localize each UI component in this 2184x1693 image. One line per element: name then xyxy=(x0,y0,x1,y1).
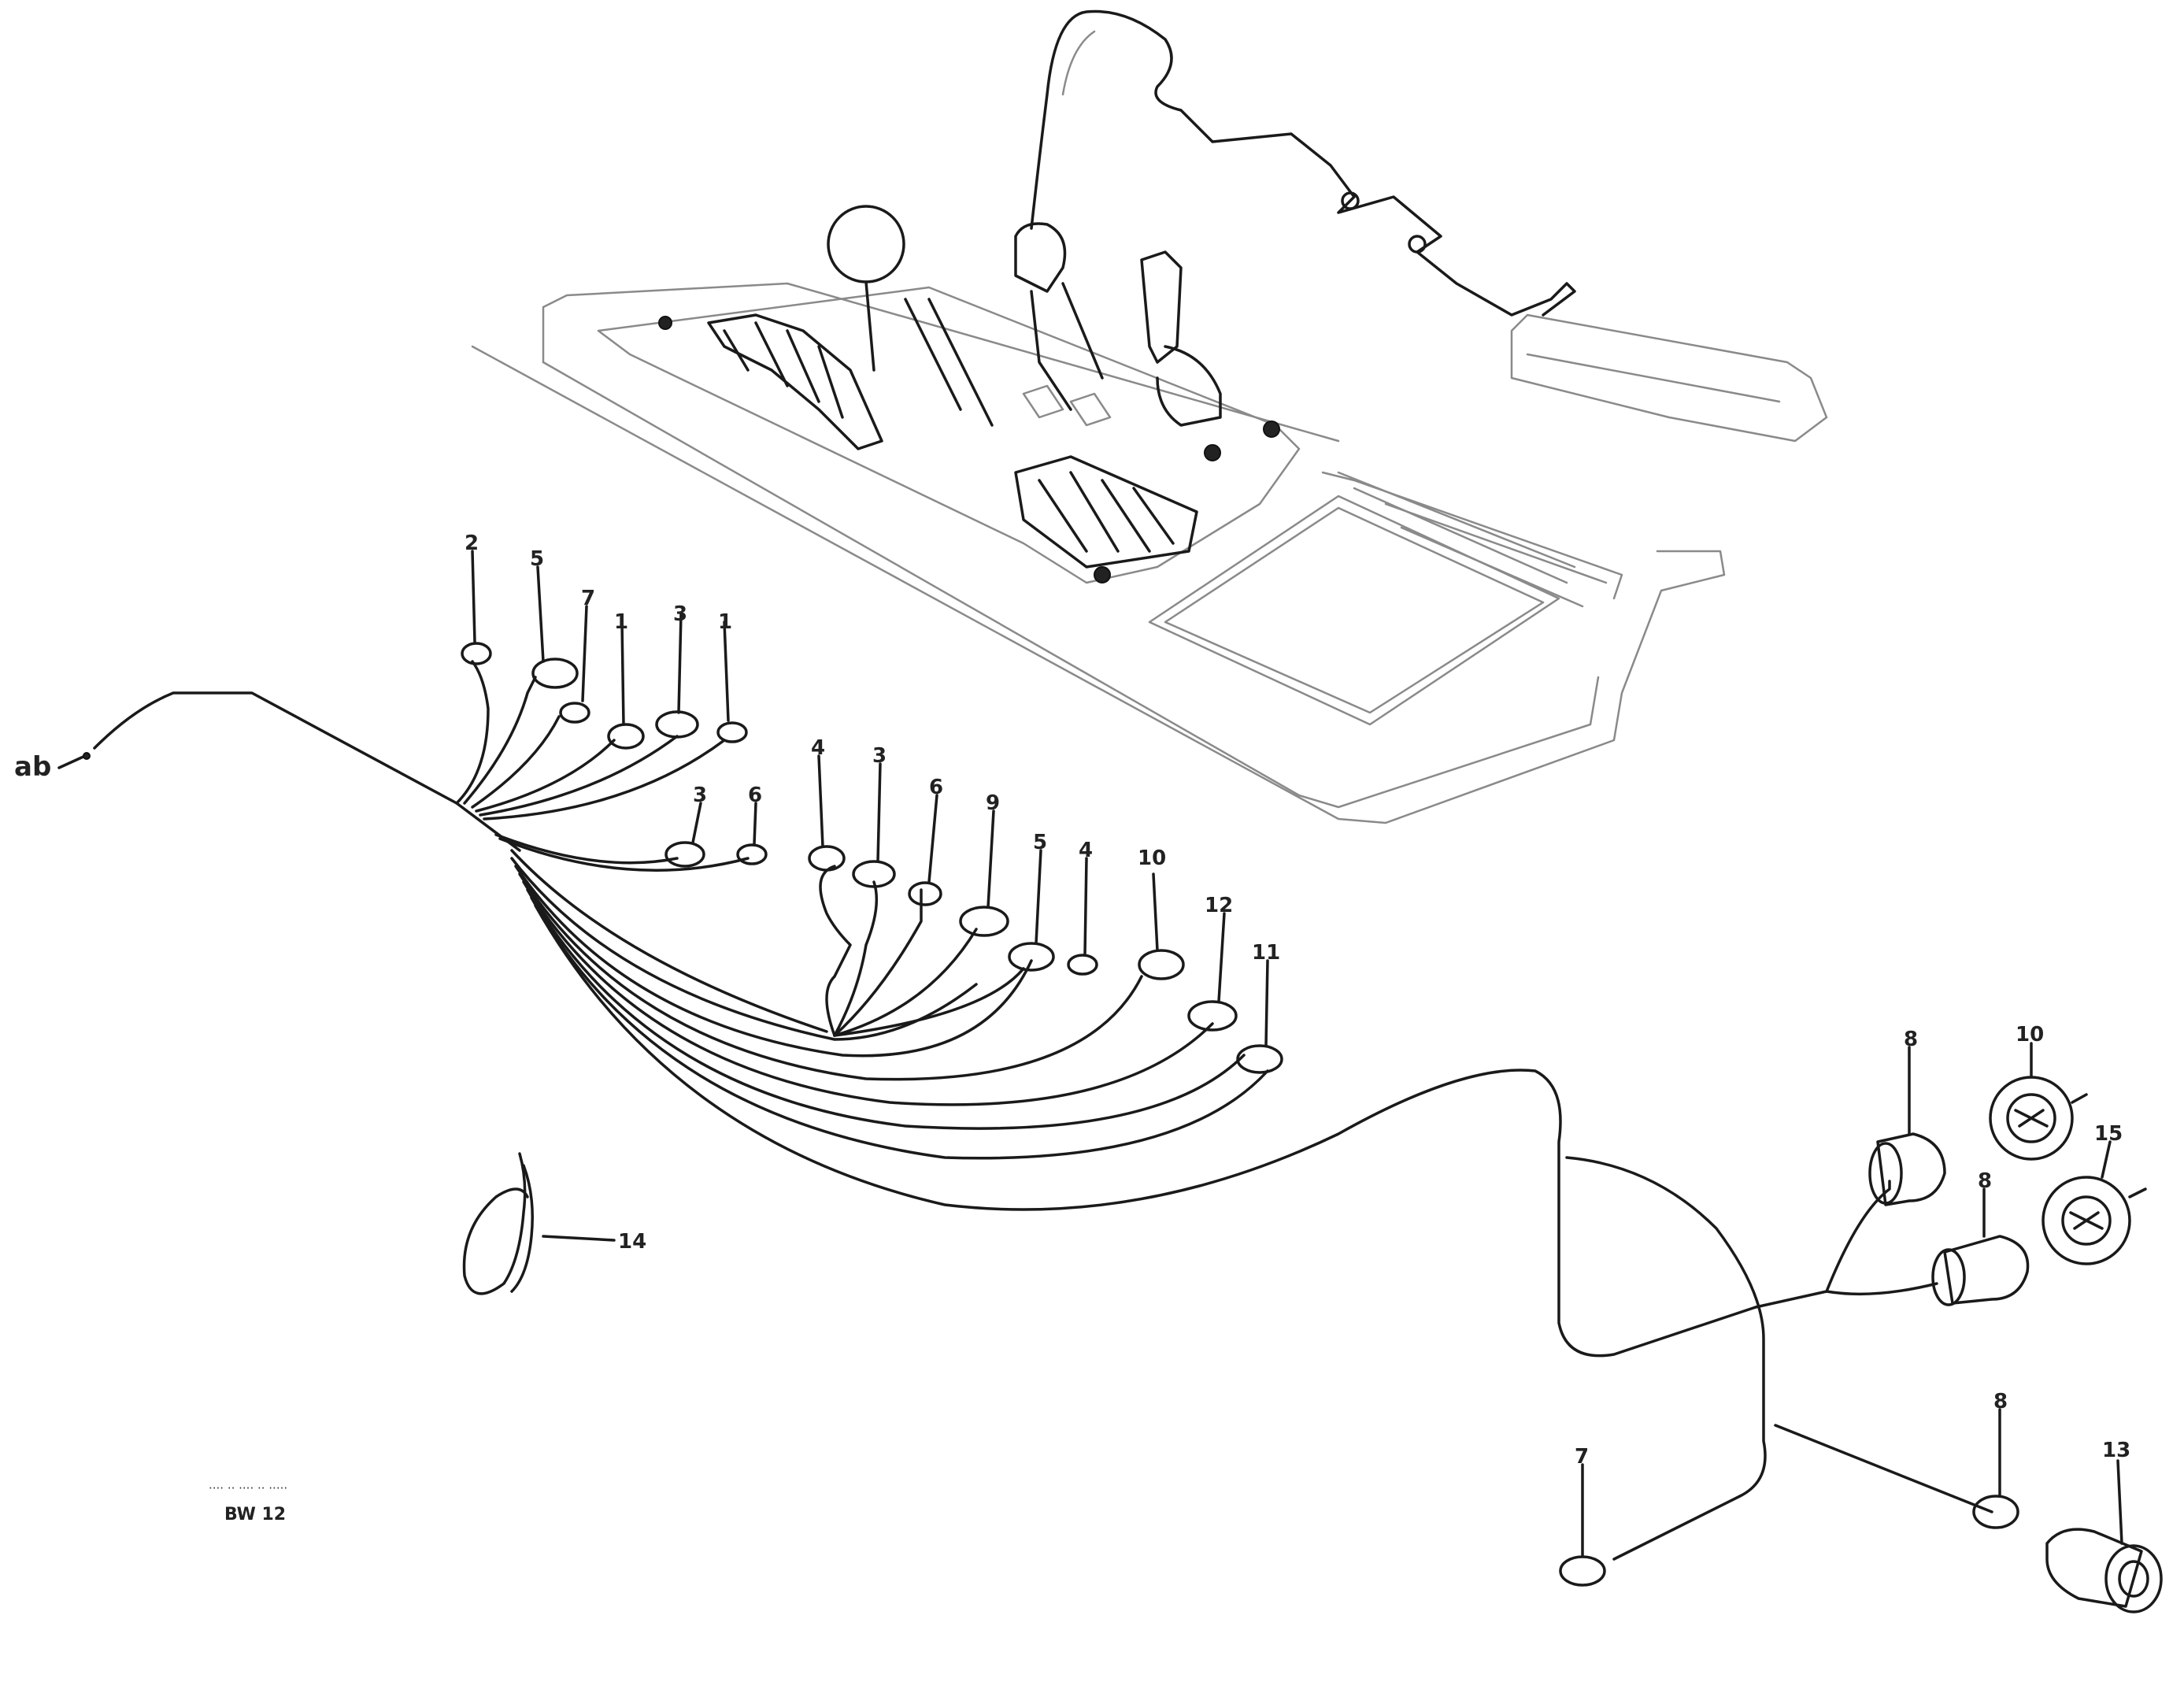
label-2: 2 xyxy=(465,532,479,555)
label-3c: 3 xyxy=(872,744,887,768)
label-6: 6 xyxy=(748,784,762,807)
label-10: 10 xyxy=(1138,846,1166,870)
label-4: 4 xyxy=(811,736,825,760)
connector-5b xyxy=(1008,942,1055,972)
label-ab: ab xyxy=(14,751,51,783)
label-14: 14 xyxy=(618,1230,646,1254)
label-13: 13 xyxy=(2102,1439,2130,1462)
label-10b: 10 xyxy=(2016,1023,2044,1047)
connector-7b xyxy=(1559,1555,1606,1587)
label-6b: 6 xyxy=(929,776,943,799)
illustration-code: ···· ·· ···· ·· ····· BW 12 xyxy=(209,1481,287,1524)
connector-8a xyxy=(1868,1132,1946,1206)
label-5b: 5 xyxy=(1033,831,1047,854)
label-1: 1 xyxy=(614,610,628,634)
label-9: 9 xyxy=(986,791,1000,815)
throttle-lever xyxy=(1140,250,1280,461)
label-1b: 1 xyxy=(718,610,732,634)
label-4b: 4 xyxy=(1079,839,1093,862)
connector-8c xyxy=(1972,1495,2019,1529)
cable-tie-14: 14 xyxy=(462,1152,646,1295)
connector-9a xyxy=(959,906,1009,937)
connector-5a xyxy=(531,658,579,689)
label-7: 7 xyxy=(581,587,595,610)
connector-6a xyxy=(736,843,768,865)
connector-1b xyxy=(716,721,748,743)
connector-3a xyxy=(655,710,699,739)
connectors-lower-left xyxy=(808,845,1283,1074)
connector-3c xyxy=(852,860,896,888)
connector-4a xyxy=(808,845,846,872)
label-8b: 8 xyxy=(1978,1169,1992,1193)
label-12: 12 xyxy=(1205,894,1233,917)
connector-7a xyxy=(559,702,590,724)
control-console xyxy=(471,9,1828,824)
left-harness xyxy=(93,660,1757,1358)
connector-1a xyxy=(607,723,645,750)
label-3b: 3 xyxy=(693,784,707,807)
label-8c: 8 xyxy=(1993,1390,2008,1413)
switch-bank-lower xyxy=(1014,455,1198,583)
label-15: 15 xyxy=(2094,1122,2123,1146)
connector-2a xyxy=(461,642,492,665)
connector-8b xyxy=(1931,1235,2030,1306)
labels-left: 2 5 7 1 3 1 3 6 4 3 6 9 5 4 10 12 11 ab xyxy=(14,532,1280,965)
right-harness xyxy=(1559,1042,2163,1613)
leader-lines-left xyxy=(471,550,1269,1047)
illustration-code-line2: BW 12 xyxy=(224,1505,286,1524)
connectors-upper-left xyxy=(461,642,768,868)
connector-4b xyxy=(1067,954,1098,976)
label-3: 3 xyxy=(673,602,687,626)
label-5: 5 xyxy=(530,547,544,571)
socket-13 xyxy=(2045,1528,2163,1613)
connector-6b xyxy=(908,881,942,906)
joystick-left xyxy=(827,205,994,427)
label-7b: 7 xyxy=(1575,1445,1589,1469)
labels-right: 8 10 15 8 7 8 13 xyxy=(1575,1023,2130,1469)
lamp-10 xyxy=(1989,1076,2088,1161)
connector-10a xyxy=(1138,949,1185,980)
switch-bank-upper xyxy=(658,313,883,450)
connector-11a xyxy=(1236,1044,1283,1074)
connector-12a xyxy=(1187,1000,1238,1032)
joystick-center xyxy=(1014,9,1576,411)
connector-3b xyxy=(664,841,705,868)
lamp-15 xyxy=(2041,1176,2147,1265)
illustration-code-line1: ···· ·· ···· ·· ····· xyxy=(209,1481,287,1495)
label-8: 8 xyxy=(1904,1028,1918,1051)
label-11: 11 xyxy=(1252,941,1280,965)
